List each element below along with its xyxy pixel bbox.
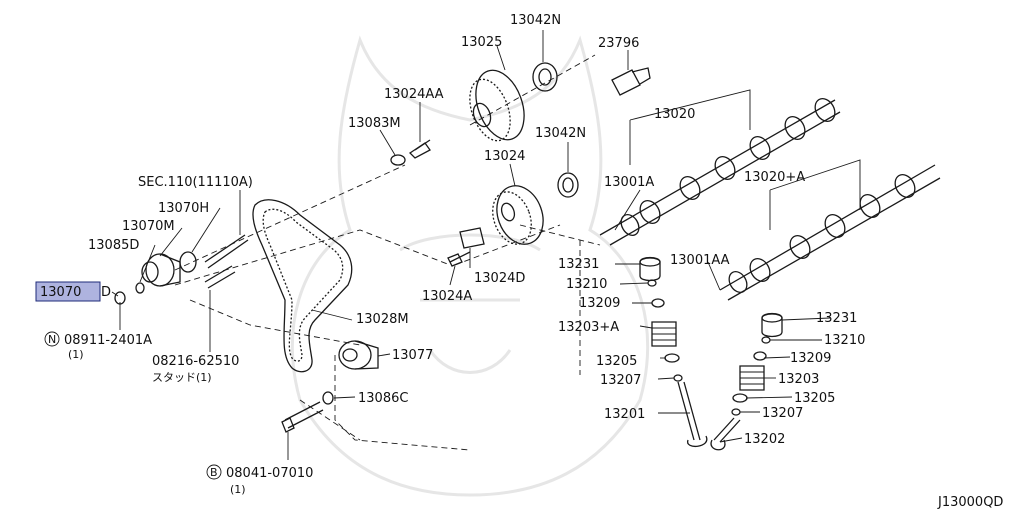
oil-seal-13042N-mid-inner [562, 177, 574, 193]
label-13205-b[interactable]: 13205 [794, 391, 835, 406]
oil-seal-13042N-top-inner [538, 68, 552, 86]
label-13207-a[interactable]: 13207 [600, 373, 641, 388]
stud-08216 [204, 265, 236, 289]
label-13024A[interactable]: 13024A [422, 289, 472, 304]
valve-train-right [710, 312, 783, 451]
label-13231-b[interactable]: 13231 [816, 311, 857, 326]
label-13070M[interactable]: 13070M [122, 219, 175, 234]
label-13020A[interactable]: 13020+A [744, 170, 805, 185]
bracket-13024D [459, 227, 485, 249]
idler-13077 [338, 340, 379, 370]
label-13205-a[interactable]: 13205 [596, 354, 637, 369]
label-13207-b[interactable]: 13207 [762, 406, 803, 421]
label-13042N-top[interactable]: 13042N [510, 13, 561, 28]
label-13070D[interactable]: D [101, 285, 111, 300]
label-13024[interactable]: 13024 [484, 149, 525, 164]
washer-13086C [322, 391, 334, 405]
circle-n-icon [44, 331, 60, 347]
circle-n-letter: N [48, 333, 56, 346]
label-08216[interactable]: 08216-62510 [152, 354, 239, 369]
stud-qty-08216: スタッド(1) [152, 371, 212, 384]
label-23796[interactable]: 23796 [598, 36, 639, 51]
label-13201[interactable]: 13201 [604, 407, 645, 422]
label-13020[interactable]: 13020 [654, 107, 695, 122]
label-sec110[interactable]: SEC.110(11110A) [138, 175, 253, 190]
label-13024AA[interactable]: 13024AA [384, 87, 444, 102]
leader-lines [111, 30, 861, 460]
bolt-13024A [447, 251, 471, 267]
oil-seal-13042N-mid [557, 172, 579, 198]
tensioner-13070M [141, 253, 181, 287]
stud-13070H [204, 234, 249, 269]
timing-belt-13028M [252, 199, 353, 373]
circle-b-letter: B [210, 466, 218, 479]
label-13209-a[interactable]: 13209 [579, 296, 620, 311]
label-13077[interactable]: 13077 [392, 348, 433, 363]
label-13025[interactable]: 13025 [461, 35, 502, 50]
label-13001A[interactable]: 13001A [604, 175, 654, 190]
qty-08041: (1) [230, 483, 246, 496]
label-13202[interactable]: 13202 [744, 432, 785, 447]
label-08041[interactable]: 08041-07010 [226, 466, 313, 481]
highlight-13070 [35, 281, 101, 302]
bolt-13024AA [408, 139, 431, 159]
label-13070H[interactable]: 13070H [158, 201, 209, 216]
label-13203[interactable]: 13203 [778, 372, 819, 387]
circle-b-icon [206, 464, 222, 480]
sensor-23796 [611, 67, 651, 96]
cam-sprocket-13025 [469, 69, 525, 142]
label-13042N-mid[interactable]: 13042N [535, 126, 586, 141]
camshaft-13020A [719, 164, 941, 301]
washer-13083M [390, 154, 406, 166]
diagram-code: J13000QD [937, 495, 1003, 510]
label-13085D[interactable]: 13085D [88, 238, 139, 253]
oil-seal-13042N-top [532, 62, 558, 92]
label-13231-a[interactable]: 13231 [558, 257, 599, 272]
label-13083M[interactable]: 13083M [348, 116, 401, 131]
label-13028M[interactable]: 13028M [356, 312, 409, 327]
label-13001AA[interactable]: 13001AA [670, 253, 730, 268]
cam-sprocket-13024 [492, 185, 544, 245]
camshaft-13020 [599, 98, 841, 246]
label-08911[interactable]: 08911-2401A [64, 333, 152, 348]
label-13086C[interactable]: 13086C [358, 391, 408, 406]
label-13210-b[interactable]: 13210 [824, 333, 865, 348]
spacer-13070H [179, 251, 197, 273]
label-13024D[interactable]: 13024D [474, 271, 525, 286]
qty-08911: (1) [68, 348, 84, 361]
valve-train-left [639, 256, 708, 447]
part-labels: 13042N 13025 23796 13024AA 13020 13083M … [40, 13, 1003, 510]
label-13209-b[interactable]: 13209 [790, 351, 831, 366]
label-13210-a[interactable]: 13210 [566, 277, 607, 292]
label-13203A[interactable]: 13203+A [558, 320, 619, 335]
bolt-08041 [281, 401, 324, 433]
washer-13085D [135, 282, 145, 294]
label-13070[interactable]: 13070 [40, 285, 81, 300]
